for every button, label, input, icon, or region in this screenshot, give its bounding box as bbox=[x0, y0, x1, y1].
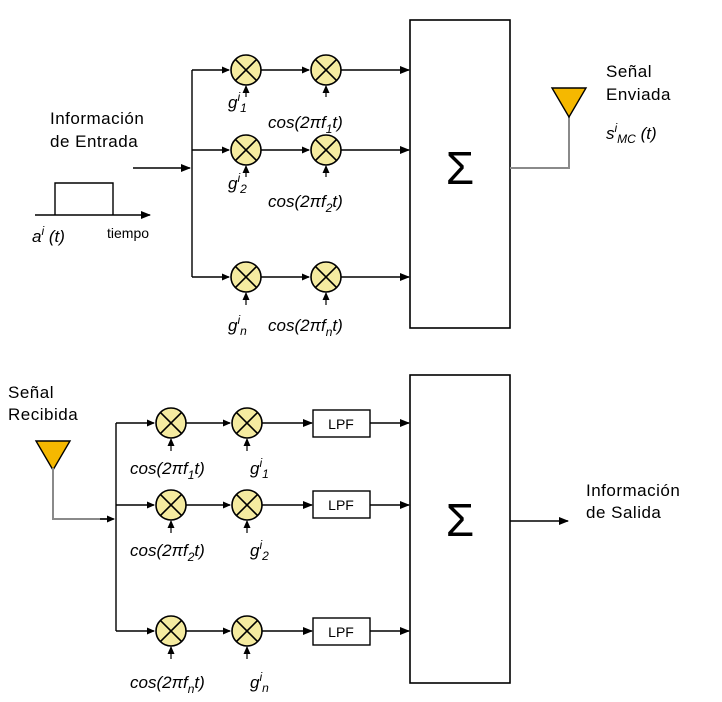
receiver-section: Señal Recibida LPF cos(2πf1t) gi1 bbox=[8, 374, 680, 696]
rx-code-label-n: gin bbox=[250, 670, 269, 695]
tx-carrier-label-1: cos(2πf1t) bbox=[268, 113, 343, 136]
tx-antenna-icon bbox=[550, 87, 588, 119]
rx-input-line bbox=[52, 468, 111, 520]
tx-output-signal-label: siMC (t) bbox=[606, 121, 657, 146]
rx-antenna-icon bbox=[34, 440, 72, 472]
tx-carrier-label-n: cos(2πfnt) bbox=[268, 316, 343, 339]
rx-input-label-line1: Señal bbox=[8, 383, 54, 402]
rx-output-label-line2: de Salida bbox=[586, 503, 661, 522]
tx-sum-symbol: Σ bbox=[446, 142, 474, 194]
tx-pulse bbox=[54, 182, 114, 215]
rx-lpf-2 bbox=[312, 490, 371, 519]
tx-input-label-line2: de Entrada bbox=[50, 132, 138, 151]
tx-pulse-waveform: ai (t) tiempo bbox=[32, 182, 151, 246]
rx-output-label-line1: Información bbox=[586, 481, 680, 500]
rx-input-label-line2: Recibida bbox=[8, 405, 78, 424]
tx-carrier-mixer-n bbox=[310, 261, 342, 293]
tx-time-label: tiempo bbox=[107, 225, 149, 241]
tx-code-mixer-1 bbox=[230, 54, 262, 86]
rx-lpf-label-1: LPF bbox=[328, 416, 354, 432]
tx-output-label-line2: Enviada bbox=[606, 85, 671, 104]
transmitter-section: Información de Entrada ai (t) tiempo gi1… bbox=[32, 19, 671, 339]
rx-code-mixer-1 bbox=[231, 407, 263, 439]
rx-lpf-1 bbox=[312, 409, 371, 438]
rx-code-mixer-n bbox=[231, 615, 263, 647]
rx-code-label-1: gi1 bbox=[250, 456, 269, 481]
tx-input-label-line1: Información bbox=[50, 109, 144, 128]
rx-summation-box bbox=[409, 374, 511, 684]
tx-output-label-line1: Señal bbox=[606, 62, 652, 81]
rx-code-mixer-2 bbox=[231, 489, 263, 521]
tx-carrier-mixer-2 bbox=[310, 134, 342, 166]
tx-code-label-2: gi2 bbox=[228, 171, 247, 196]
tx-output-line bbox=[510, 115, 570, 169]
tx-carrier-mixer-1 bbox=[310, 54, 342, 86]
rx-carrier-label-n: cos(2πfnt) bbox=[130, 673, 205, 696]
tx-code-label-1: gi1 bbox=[228, 90, 247, 115]
rx-carrier-mixer-1 bbox=[155, 407, 187, 439]
tx-code-label-n: gin bbox=[228, 313, 247, 338]
tx-summation-box bbox=[409, 19, 511, 329]
rx-sum-symbol: Σ bbox=[446, 494, 474, 546]
tx-carrier-label-2: cos(2πf2t) bbox=[268, 192, 343, 215]
rx-carrier-label-2: cos(2πf2t) bbox=[130, 541, 205, 564]
tx-signal-label: ai (t) bbox=[32, 224, 65, 246]
rx-carrier-mixer-2 bbox=[155, 489, 187, 521]
rx-lpf-label-2: LPF bbox=[328, 497, 354, 513]
tx-code-mixer-n bbox=[230, 261, 262, 293]
rx-carrier-label-1: cos(2πf1t) bbox=[130, 459, 205, 482]
rx-lpf-label-n: LPF bbox=[328, 624, 354, 640]
rx-carrier-mixer-n bbox=[155, 615, 187, 647]
rx-code-label-2: gi2 bbox=[250, 538, 269, 563]
tx-code-mixer-2 bbox=[230, 134, 262, 166]
